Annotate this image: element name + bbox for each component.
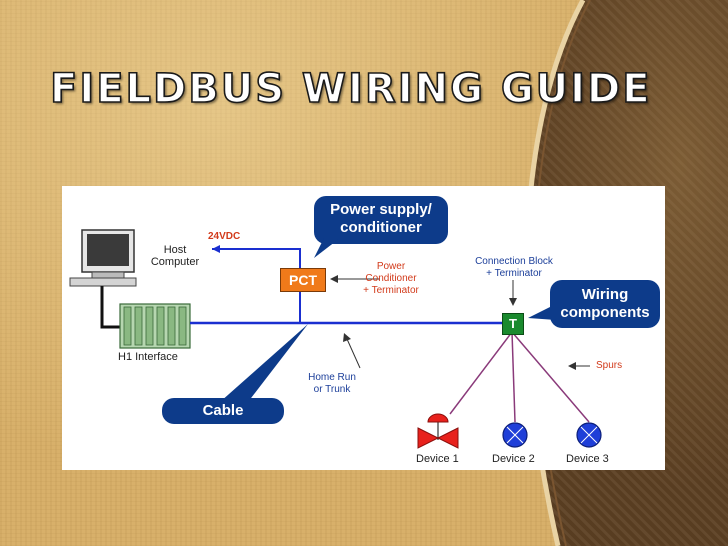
wiring-components-line-2: components <box>560 304 650 321</box>
connection-block-line-1: Connection Block <box>475 256 553 267</box>
connection-block-line-2: + Terminator <box>486 268 542 279</box>
h1-interface-label: H1 Interface <box>118 351 178 363</box>
voltage-label: 24VDC <box>208 231 241 242</box>
fieldbus-diagram: Power supply/ conditioner Wiring compone… <box>62 186 665 470</box>
connection-block-label: Connection Block + Terminator <box>464 256 564 280</box>
wiring-components-line-1: Wiring <box>581 286 629 303</box>
spurs-label: Spurs <box>596 360 623 371</box>
power-supply-line-1: Power supply/ <box>330 201 432 218</box>
power-supply-callout <box>314 196 448 258</box>
cable-callout-text: Cable <box>202 402 244 419</box>
power-supply-callout-text: Power supply/ conditioner <box>314 201 448 237</box>
device-1-label: Device 1 <box>416 453 459 465</box>
valve-icon <box>417 413 459 449</box>
slide-title: FIELDBUS WIRING GUIDE <box>49 65 652 113</box>
spur-line-1 <box>449 331 513 415</box>
h1-interface-icon <box>119 303 191 349</box>
device-2-label: Device 2 <box>492 453 535 465</box>
terminator-block: T <box>502 313 524 335</box>
home-run-label: Home Run or Trunk <box>300 372 364 396</box>
power-conditioner-line-1: Power <box>376 261 406 272</box>
spur-line-3 <box>511 331 590 423</box>
power-conditioner-label: Power Conditioner + Terminator <box>352 261 430 297</box>
pct-block: PCT <box>280 268 326 292</box>
computer-icon <box>69 229 137 287</box>
spur-line-2 <box>511 331 516 423</box>
device-3-label: Device 3 <box>566 453 609 465</box>
host-computer-label: Host Computer <box>140 244 210 268</box>
power-supply-line-2: conditioner <box>340 219 422 236</box>
home-run-line-1: Home Run <box>308 372 356 383</box>
wiring-components-callout-text: Wiring components <box>550 286 660 322</box>
host-label-line-2: Computer <box>150 256 200 268</box>
host-label-line-1: Host <box>163 244 187 256</box>
home-run-line-2: or Trunk <box>313 384 351 395</box>
power-conditioner-line-3: + Terminator <box>363 285 419 296</box>
cable-callout <box>162 324 308 424</box>
transmitter-icon-2 <box>576 422 602 448</box>
transmitter-icon-1 <box>502 422 528 448</box>
power-conditioner-line-2: Conditioner <box>365 273 417 284</box>
wiring-components-callout <box>528 280 660 328</box>
diagram-lines <box>69 196 660 449</box>
